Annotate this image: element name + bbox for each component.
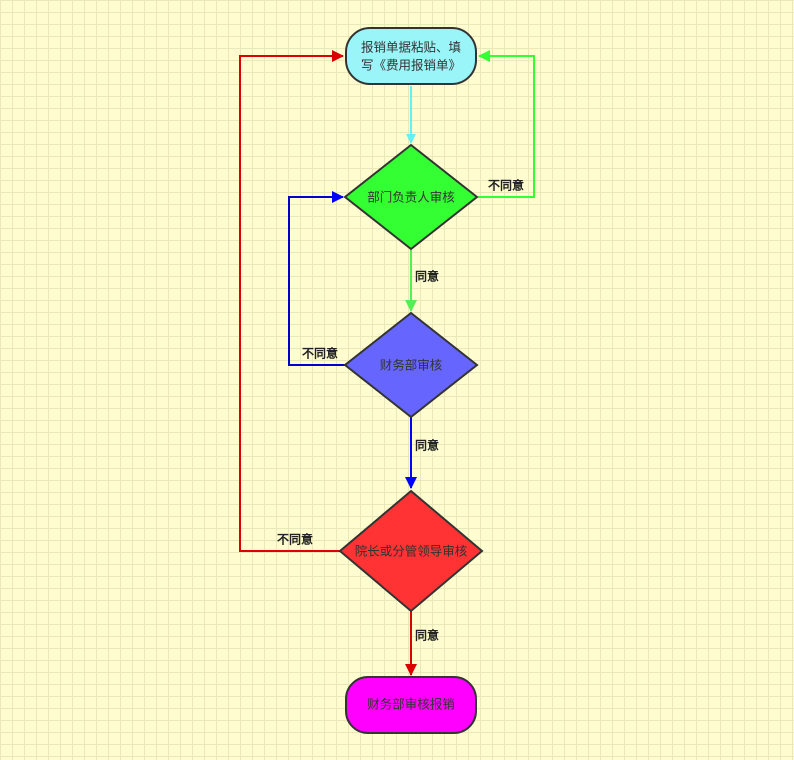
edge-label-finance-approve: 同意 (415, 438, 439, 453)
edge-president-approve: 同意 (405, 611, 439, 676)
node-end[interactable]: 财务部审核报销 (345, 676, 477, 734)
edge-label-finance-reject: 不同意 (302, 346, 338, 361)
edge-label-dept-reject: 不同意 (488, 178, 524, 193)
edge-label-president-approve: 同意 (415, 628, 439, 643)
edge-dept-reject: 不同意 (478, 50, 535, 198)
node-finance-review-label: 财务部审核 (380, 358, 443, 373)
edge-finance-approve: 同意 (405, 417, 439, 489)
node-dept-review[interactable]: 部门负责人审核 (343, 143, 479, 251)
edge-label-dept-approve: 同意 (415, 269, 439, 284)
node-president-review-label: 院长或分管领导审核 (355, 544, 468, 559)
edge-president-reject: 不同意 (239, 50, 344, 552)
node-president-review[interactable]: 院长或分管领导审核 (338, 489, 484, 613)
edge-finance-reject: 不同意 (288, 191, 345, 366)
node-finance-review[interactable]: 财务部审核 (343, 311, 479, 419)
edge-label-president-reject: 不同意 (277, 532, 313, 547)
node-end-label: 财务部审核报销 (367, 697, 455, 712)
node-dept-review-label: 部门负责人审核 (367, 190, 455, 205)
node-start-line2: 写《费用报销单》 (361, 58, 461, 73)
node-start[interactable]: 报销单据粘贴、填 写《费用报销单》 (345, 27, 477, 85)
edge-dept-approve: 同意 (405, 249, 439, 312)
node-start-line1: 报销单据粘贴、填 (361, 40, 461, 55)
